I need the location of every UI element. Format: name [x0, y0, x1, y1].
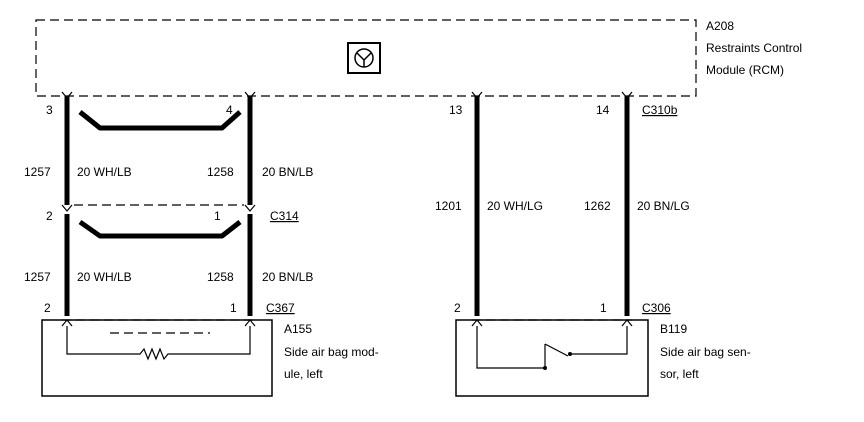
airbag-sensor-desc-line1: Side air bag sen- [660, 345, 751, 359]
pin-c367-2: 2 [44, 301, 51, 315]
pin-c367-1: 1 [230, 301, 237, 315]
pin-rcm-3: 3 [46, 103, 53, 117]
circuit-1262: 1262 [584, 199, 611, 213]
rcm-id-label: A208 [706, 19, 734, 33]
connector-c310b-label: C310b [642, 103, 678, 117]
circuit-1258-upper: 1258 [207, 165, 234, 179]
pin-c306-1: 1 [600, 301, 607, 315]
sensor-switch-icon [543, 343, 572, 370]
circuit-1257-upper: 1257 [24, 165, 51, 179]
spec-1258-upper: 20 BN/LB [262, 165, 313, 179]
connector-c306-label: C306 [642, 301, 671, 315]
airbag-module-component [41, 319, 273, 397]
squib-resistor-icon [110, 347, 200, 361]
rcm-name-line1: Restraints Control [706, 41, 802, 55]
spec-1201: 20 WH/LG [487, 199, 543, 213]
airbag-module-desc-line1: Side air bag mod- [284, 345, 379, 359]
airbag-sensor-desc-line2: sor, left [660, 367, 699, 381]
c314-connector [61, 204, 256, 239]
pin-c306-2: 2 [454, 301, 461, 315]
pin-rcm-4: 4 [226, 103, 233, 117]
connector-c314-label: C314 [270, 209, 299, 223]
pin-c314-2: 2 [46, 209, 53, 223]
circuit-1257-lower: 1257 [24, 270, 51, 284]
rcm-name-line2: Module (RCM) [706, 63, 784, 77]
spec-1262: 20 BN/LG [637, 199, 690, 213]
rcm-pin-ticks [61, 91, 633, 99]
spec-1257-upper: 20 WH/LB [77, 165, 132, 179]
airbag-sensor-id: B119 [660, 322, 687, 336]
shorting-bar-c314 [78, 219, 242, 239]
shorting-bar-rcm [78, 110, 242, 131]
airbag-module-id: A155 [284, 322, 312, 336]
spec-1257-lower: 20 WH/LB [77, 270, 132, 284]
connector-c367-label: C367 [266, 301, 295, 315]
spec-1258-lower: 20 BN/LB [262, 270, 313, 284]
rcm-box [35, 19, 697, 97]
pin-c314-1: 1 [214, 209, 221, 223]
circuit-1258-lower: 1258 [207, 270, 234, 284]
airbag-sensor-component [455, 319, 649, 397]
airbag-module-desc-line2: ule, left [284, 367, 323, 381]
restraints-module-symbol-icon [347, 42, 381, 74]
pin-rcm-14: 14 [596, 103, 610, 117]
pin-rcm-13: 13 [449, 103, 463, 117]
circuit-1201: 1201 [435, 199, 462, 213]
